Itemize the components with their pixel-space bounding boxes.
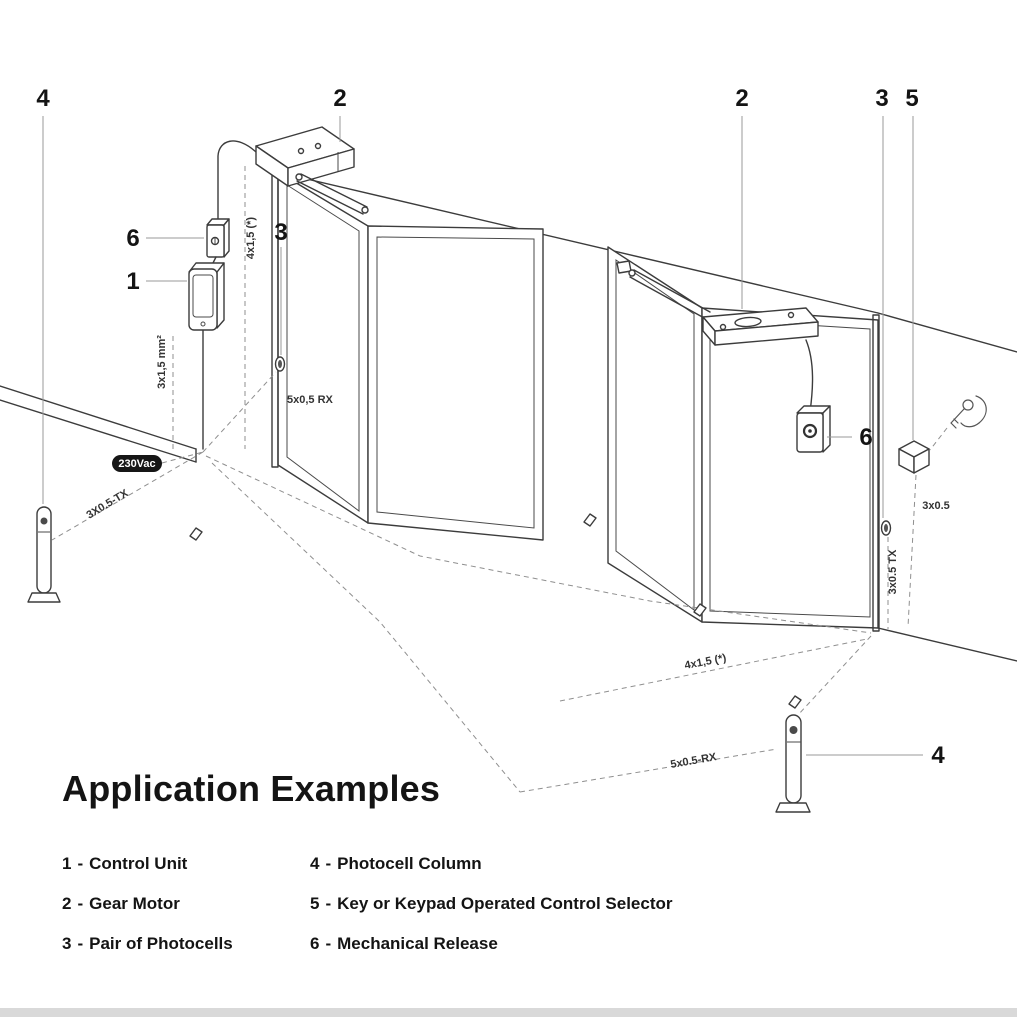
callout-gear-motor-left: 2 (333, 85, 346, 112)
photocell-column-left (27, 506, 61, 603)
label-photocell-tx-left: 3X0.5-TX (84, 487, 131, 522)
legend-num: 1 (62, 854, 72, 873)
gear-motor-right (616, 260, 819, 413)
legend-column-1: 1 - Control Unit 2 - Gear Motor 3 - Pair… (62, 844, 310, 964)
photocell-left (274, 356, 286, 372)
legend-item-pair-of-photocells: 3 - Pair of Photocells (62, 924, 310, 964)
photocell-right (880, 520, 892, 536)
callout-control-selector: 5 (905, 85, 918, 112)
callout-mechanical-release-right: 6 (859, 424, 872, 451)
label-power-supply: 3x1,5 mm² (156, 335, 168, 389)
label-motor-cable-left: 4x1,5 (*) (245, 217, 257, 260)
legend-item-control-unit: 1 - Control Unit (62, 844, 310, 884)
control-unit (188, 262, 225, 450)
mains-badge: 230Vac (112, 455, 162, 472)
mechanical-release-right (796, 405, 831, 453)
callout-leader-lines (42, 116, 923, 756)
callout-photocells-right: 3 (875, 85, 888, 112)
legend-item-mechanical-release: 6 - Mechanical Release (310, 924, 673, 964)
callout-gear-motor-right: 2 (735, 85, 748, 112)
key-selector (898, 440, 930, 474)
photocell-column-right (775, 714, 811, 813)
callout-photocell-column-right: 4 (931, 742, 945, 769)
legend-num: 5 (310, 894, 320, 913)
bottom-divider-bar (0, 1008, 1017, 1017)
label-photocell-rx-right: 5x0.5-RX (670, 751, 719, 771)
mains-badge-label: 230Vac (118, 458, 155, 470)
legend-column-2: 4 - Photocell Column 5 - Key or Keypad O… (310, 844, 673, 964)
legend-separator: - (325, 894, 332, 913)
wall-lines (0, 171, 1017, 662)
right-gate-leaf (607, 246, 880, 632)
callout-numbers: 4 2 6 1 3 2 3 5 6 4 (36, 85, 945, 769)
legend-separator: - (77, 854, 84, 873)
gear-motor-left (217, 126, 369, 223)
callout-control-unit: 1 (126, 268, 139, 295)
legend-separator: - (325, 854, 332, 873)
label-photocell-rx-left: 5x0,5 RX (287, 394, 334, 406)
legend-label: Photocell Column (337, 854, 482, 873)
legend-separator: - (77, 894, 84, 913)
left-gate-leaf (271, 167, 544, 541)
legend-separator: - (325, 934, 332, 953)
legend-num: 2 (62, 894, 72, 913)
legend-item-control-selector: 5 - Key or Keypad Operated Control Selec… (310, 884, 673, 924)
mechanical-release-left (206, 218, 230, 268)
legend-label: Pair of Photocells (89, 934, 233, 953)
label-photocell-tx-right: 3x0.5 TX (887, 549, 899, 594)
hand-with-key-icon (950, 395, 987, 429)
legend-separator: - (77, 934, 84, 953)
legend-num: 6 (310, 934, 320, 953)
callout-mechanical-release-left: 6 (126, 225, 139, 252)
callout-photocell-column-left: 4 (36, 85, 50, 112)
legend-label: Key or Keypad Operated Control Selector (337, 894, 673, 913)
page-title: Application Examples (62, 768, 441, 809)
legend: 1 - Control Unit 2 - Gear Motor 3 - Pair… (62, 844, 673, 964)
legend-label: Control Unit (89, 854, 188, 873)
label-selector-cable: 3x0.5 (922, 500, 950, 512)
legend-num: 3 (62, 934, 72, 953)
legend-num: 4 (310, 854, 320, 873)
gate-stops (189, 513, 802, 709)
callout-photocells-left: 3 (274, 219, 287, 246)
legend-label: Gear Motor (89, 894, 180, 913)
legend-label: Mechanical Release (337, 934, 498, 953)
legend-item-photocell-column: 4 - Photocell Column (310, 844, 673, 884)
legend-item-gear-motor: 2 - Gear Motor (62, 884, 310, 924)
wiring-dashed-lines (51, 166, 948, 793)
